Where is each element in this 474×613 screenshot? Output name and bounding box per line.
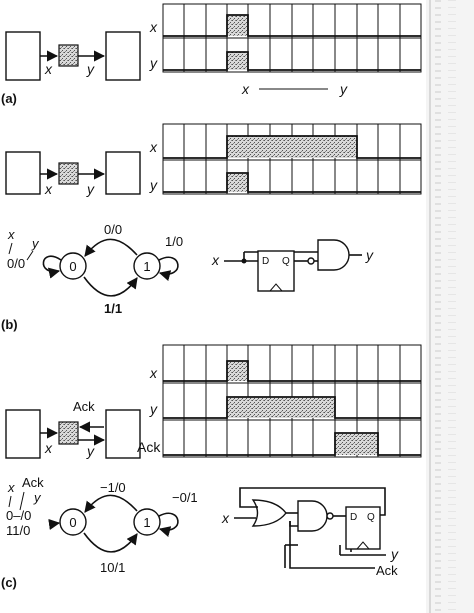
part-c-timing-diagram: x y Ack xyxy=(137,344,422,458)
state-1-label: 1 xyxy=(143,259,150,274)
part-b-timing-diagram: x y xyxy=(149,123,422,195)
circuit-output-ack: Ack xyxy=(376,563,398,578)
sender-box xyxy=(5,409,41,459)
edge-top-label: 0/0 xyxy=(104,222,122,237)
edge-top-label: −1/0 xyxy=(100,480,126,495)
fsm-legend-x: x xyxy=(7,227,15,242)
circuit-input-x: x xyxy=(211,252,220,268)
delay-y-label: y xyxy=(339,81,348,97)
receiver-box xyxy=(105,151,141,195)
signal-x-label: x xyxy=(149,139,158,155)
edge-self-1-label: −0/1 xyxy=(172,490,198,505)
part-c-block-diagram: Ack x y xyxy=(5,399,141,459)
port-y-label: y xyxy=(86,181,95,197)
port-y-label: y xyxy=(86,61,95,77)
and-gate xyxy=(317,239,350,271)
port-x-label: x xyxy=(44,440,53,456)
channel-box xyxy=(58,162,79,185)
port-y-label: y xyxy=(86,443,95,459)
or-gate xyxy=(251,499,287,527)
fsm-legend-y: y xyxy=(33,490,42,505)
state-1-node xyxy=(133,508,161,536)
channel-box xyxy=(58,44,79,67)
edge-self-1-label: 1/0 xyxy=(165,234,183,249)
channel-box xyxy=(58,421,79,445)
part-b-circuit: x D Q y xyxy=(211,239,374,292)
ff-q-label: Q xyxy=(367,512,375,523)
part-b-block-diagram: x y xyxy=(5,151,141,197)
delay-x-label: x xyxy=(241,81,250,97)
part-a-label: (a) xyxy=(1,91,17,106)
fsm-legend-value: 0/0 xyxy=(7,256,25,271)
part-c-circuit: x D Q y Ack xyxy=(221,487,399,578)
sender-box xyxy=(5,151,41,195)
receiver-box xyxy=(105,409,141,459)
signal-y-label: y xyxy=(149,401,158,417)
part-c-label: (c) xyxy=(1,575,17,590)
part-b-state-machine: x y 0/0 0 1 0/0 1/0 1/1 xyxy=(7,222,183,316)
fsm-legend-line1: 0–/0 xyxy=(6,508,31,523)
ff-q-label: Q xyxy=(282,256,290,267)
state-0-label: 0 xyxy=(69,259,76,274)
page-edge-texture xyxy=(426,0,474,613)
port-x-label: x xyxy=(44,61,53,77)
ff-d-label: D xyxy=(350,512,357,523)
signal-y-label: y xyxy=(149,177,158,193)
signal-x-label: x xyxy=(149,19,158,35)
port-x-label: x xyxy=(44,181,53,197)
fsm-legend-y: y xyxy=(31,236,40,251)
circuit-output-y: y xyxy=(365,247,374,263)
receiver-box xyxy=(105,31,141,81)
part-a-timing-diagram: x y x y xyxy=(149,3,422,97)
ff-d-label: D xyxy=(262,256,269,267)
state-0-node xyxy=(59,252,87,280)
port-ack-label: Ack xyxy=(73,399,95,414)
state-1-label: 1 xyxy=(143,515,150,530)
signal-x-label: x xyxy=(149,365,158,381)
part-b-label: (b) xyxy=(1,317,18,332)
edge-bottom-label: 10/1 xyxy=(100,560,125,575)
and-gate xyxy=(297,500,328,532)
fsm-legend-line2: 11/0 xyxy=(6,523,30,538)
fsm-legend-ack: Ack xyxy=(22,475,44,490)
sender-box xyxy=(5,31,41,81)
edge-bottom-label: 1/1 xyxy=(104,301,122,316)
state-1-node xyxy=(133,252,161,280)
part-a-block-diagram: x y xyxy=(5,31,141,81)
signal-y-label: y xyxy=(149,55,158,71)
circuit-input-x: x xyxy=(221,510,230,526)
state-0-label: 0 xyxy=(69,515,76,530)
circuit-output-y: y xyxy=(390,546,399,562)
fsm-legend-x: x xyxy=(7,480,15,495)
part-c-state-machine: x Ack y 0–/0 11/0 0 1 −1/0 −0/1 10/1 xyxy=(6,475,198,575)
signal-ack-label: Ack xyxy=(137,439,161,455)
